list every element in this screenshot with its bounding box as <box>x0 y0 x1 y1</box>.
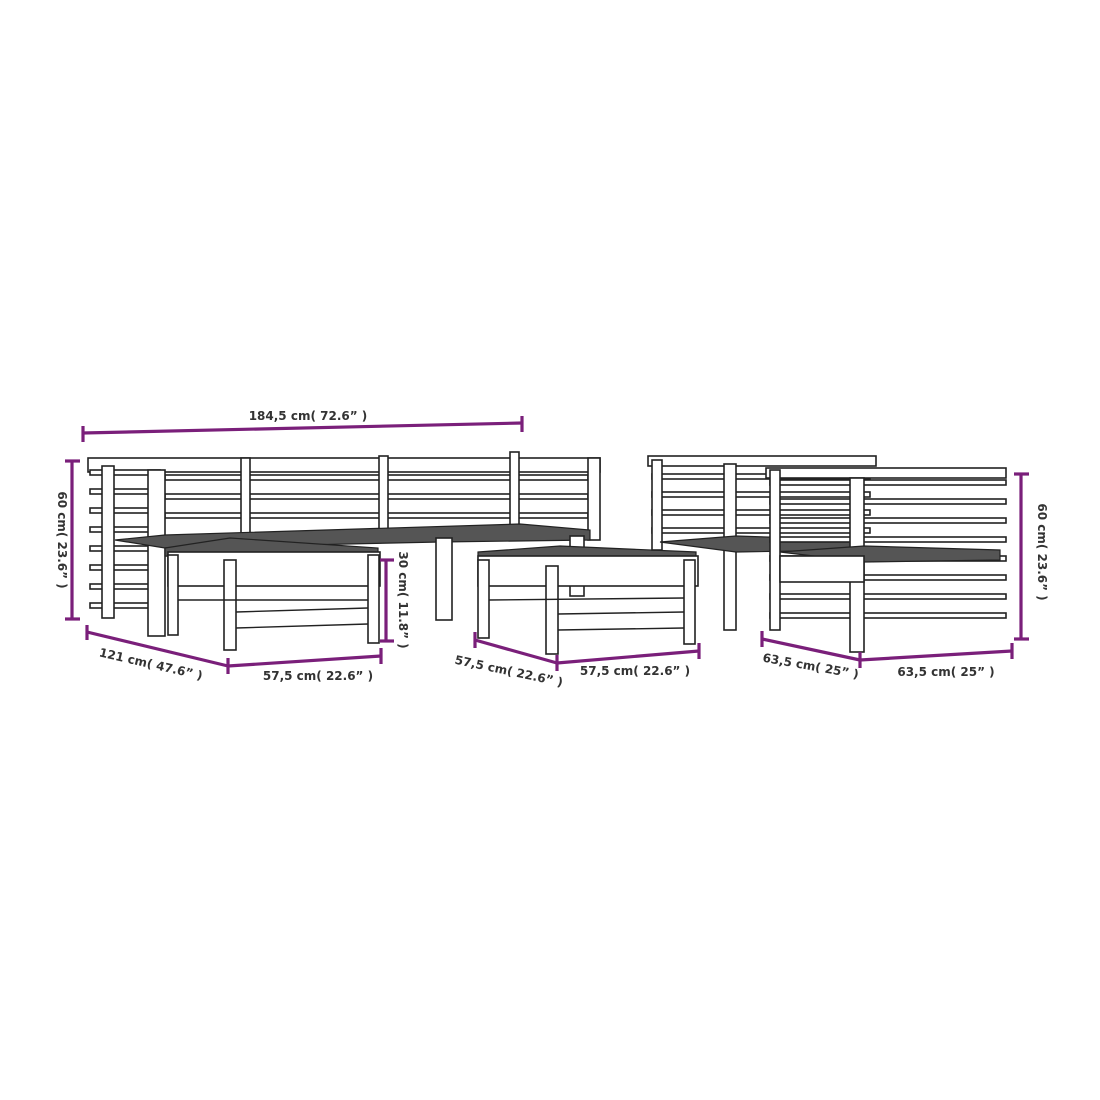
dimension-lines <box>65 416 1029 674</box>
chair-width-label: 63,5 cm( 25” ) <box>897 665 994 679</box>
chair-height-label: 60 cm( 23.6” ) <box>1035 503 1049 600</box>
slat <box>769 479 1007 486</box>
slat <box>164 512 589 519</box>
ottoman2-depth-label: 57,5 cm( 22.6” ) <box>453 653 564 690</box>
ottoman1-width-label: 57,5 cm( 22.6” ) <box>263 669 373 683</box>
slat <box>164 493 589 500</box>
slat <box>769 498 1007 505</box>
slat <box>769 517 1007 524</box>
slat <box>651 527 871 534</box>
sofa-width-label: 184,5 cm( 72.6” ) <box>249 409 368 423</box>
chair-2-drawing <box>765 467 1007 653</box>
slat <box>769 612 1007 619</box>
slat <box>769 536 1007 543</box>
ottoman-1-drawing <box>164 537 381 651</box>
ottoman-2-drawing <box>477 545 699 655</box>
slat <box>769 593 1007 600</box>
sofa-depth-label: 121 cm( 47.6” ) <box>98 645 204 682</box>
slat <box>651 509 871 516</box>
slat <box>164 474 589 481</box>
ottoman2-width-label: 57,5 cm( 22.6” ) <box>580 664 690 678</box>
sofa-height-label: 60 cm( 23.6” ) <box>55 491 69 588</box>
corner-sofa-drawing <box>87 451 601 637</box>
slat <box>651 491 871 498</box>
ottoman-height-label: 30 cm( 11.8” ) <box>396 551 410 648</box>
